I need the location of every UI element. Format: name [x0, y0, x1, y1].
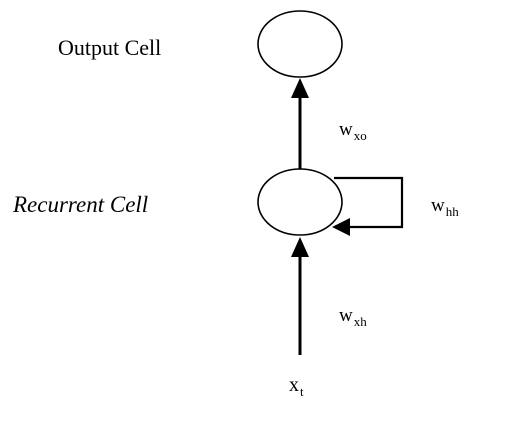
output-cell-label: Output Cell	[58, 35, 162, 60]
input-label: xt	[289, 374, 304, 398]
output-weight-base: w	[339, 119, 353, 140]
input-subscript: t	[300, 384, 304, 399]
input-weight-subscript: xh	[353, 314, 367, 329]
recurrent-weight-base: w	[431, 195, 445, 216]
self-loop-arrowhead	[332, 218, 350, 236]
input-to-recurrent-arrowhead	[291, 237, 309, 257]
recurrent-weight-label: whh	[431, 195, 459, 218]
output-weight-label: wxo	[339, 119, 367, 142]
input-weight-base: w	[339, 305, 353, 326]
output-cell-node	[257, 10, 343, 78]
recurrent-cell-label: Recurrent Cell	[13, 192, 149, 217]
recurrent-to-output-arrowhead	[291, 78, 309, 98]
recurrent-weight-subscript: hh	[445, 204, 459, 219]
input-weight-label: wxh	[339, 305, 367, 328]
input-base: x	[289, 374, 299, 396]
self-loop-path	[334, 176, 404, 229]
output-weight-subscript: xo	[353, 128, 367, 143]
recurrent-cell-node	[257, 168, 343, 236]
